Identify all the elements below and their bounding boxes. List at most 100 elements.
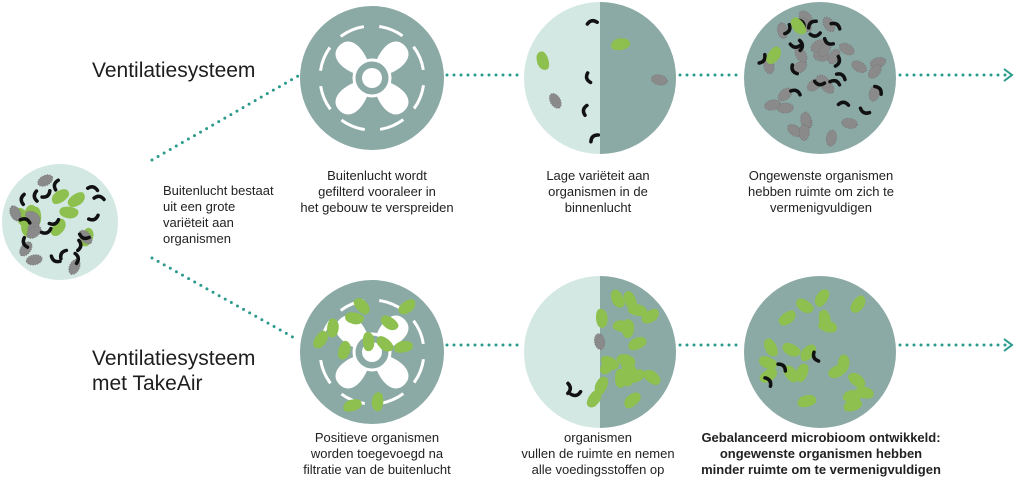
black-organism-icon (822, 36, 836, 46)
black-organism-icon (834, 72, 847, 82)
green-body (343, 399, 362, 412)
black-organism-icon (21, 235, 30, 249)
organism-group (757, 10, 887, 147)
grey-organism-icon (593, 333, 606, 351)
green-organism-icon (345, 312, 365, 325)
green-organism-icon (766, 46, 781, 65)
black-organism-icon (789, 88, 802, 97)
fan-grille-arc (412, 84, 425, 110)
green-organism-icon (51, 189, 70, 205)
black-body (808, 31, 822, 38)
black-body (783, 22, 792, 36)
black-organism-icon (763, 376, 773, 389)
green-organism-icon (616, 353, 636, 367)
organism-group (313, 298, 416, 412)
green-body (313, 330, 328, 349)
green-body (847, 372, 866, 388)
black-body (86, 213, 100, 222)
green-body (345, 312, 365, 325)
black-organism-icon (86, 213, 100, 222)
black-organism-icon (18, 217, 32, 225)
green-organism-icon (847, 372, 866, 388)
black-organism-icon (52, 178, 60, 192)
green-organism-icon (782, 342, 801, 357)
black-body (873, 84, 883, 96)
green-body (380, 315, 399, 331)
green-body (327, 318, 339, 338)
black-organism-icon (757, 52, 767, 65)
green-body (59, 206, 79, 219)
green-body (616, 353, 636, 367)
black-body (566, 381, 573, 396)
green-body (854, 386, 874, 399)
black-organism-icon (584, 71, 593, 85)
grey-body (798, 124, 810, 142)
black-body (828, 78, 842, 87)
green-body (624, 392, 641, 409)
green-body (628, 336, 647, 351)
grey-organism-icon (650, 74, 668, 86)
black-body (763, 376, 773, 389)
black-organism-icon (589, 133, 601, 144)
caption-positive: Positieve organismen worden toegevoegd n… (262, 430, 492, 478)
black-organism-icon (92, 194, 106, 202)
green-organism-icon (536, 51, 550, 70)
black-organism-icon (585, 18, 599, 26)
green-organism-icon (50, 218, 66, 237)
black-body (812, 79, 827, 87)
black-organism-icon (40, 189, 52, 199)
black-body (49, 254, 62, 264)
caption-line: organismen (564, 430, 632, 445)
organism-group (758, 289, 874, 412)
caption-line: Buitenlucht wordt (327, 168, 427, 183)
black-organism-icon (790, 63, 800, 76)
organism-group (536, 18, 601, 144)
half-dark (600, 276, 676, 428)
black-organism-icon (788, 42, 803, 49)
black-body (581, 103, 589, 118)
black-organism-icon (797, 38, 805, 53)
black-organism-icon (783, 22, 792, 36)
green-body (758, 356, 778, 370)
green-organism-icon (59, 206, 79, 219)
green-body (50, 218, 66, 237)
fan-grille-arc (378, 25, 404, 38)
green-organism-icon (627, 304, 647, 317)
green-body (610, 289, 625, 308)
green-body (594, 376, 609, 396)
caption-line: vullen de ruimte en nemen (521, 446, 675, 461)
black-body (811, 350, 821, 363)
dotted-connector (150, 74, 300, 162)
fan-grille-arc (319, 359, 332, 385)
caption-line: filtratie van de buitenlucht (303, 462, 451, 477)
black-organism-icon (806, 19, 818, 30)
grey-body (838, 42, 855, 56)
green-body (766, 46, 781, 65)
caption-line: uit een grote (163, 199, 236, 214)
caption-line: binnenlucht (564, 200, 632, 215)
black-organism-icon (858, 106, 872, 115)
green-body (782, 342, 801, 357)
row-title-takeair-line2: met TakeAir (92, 372, 203, 395)
grey-organism-icon (37, 174, 54, 187)
green-organism-icon (764, 338, 778, 357)
green-organism-icon (337, 340, 351, 360)
caption-unwanted: Ongewenste organismen hebben ruimte om z… (706, 168, 936, 216)
black-organism-icon (85, 185, 100, 193)
caption-line: het gebouw te verspreiden (300, 200, 454, 215)
caption-filter: Buitenlucht wordt gefilterd vooraleer in… (262, 168, 492, 216)
fan-grille-arc (412, 45, 425, 71)
fan-grille-arc (339, 25, 365, 38)
grey-body (593, 333, 606, 351)
green-organism-icon (313, 330, 328, 349)
green-organism-icon (612, 320, 632, 333)
black-organism-icon (836, 100, 851, 107)
green-organism-icon (376, 336, 394, 352)
green-organism-icon (611, 38, 630, 51)
green-body (376, 336, 394, 352)
black-body (589, 133, 601, 144)
grey-body (25, 254, 43, 266)
black-body (73, 251, 81, 266)
caption-line: minder ruimte om te vermenigvuldigen (701, 462, 941, 477)
